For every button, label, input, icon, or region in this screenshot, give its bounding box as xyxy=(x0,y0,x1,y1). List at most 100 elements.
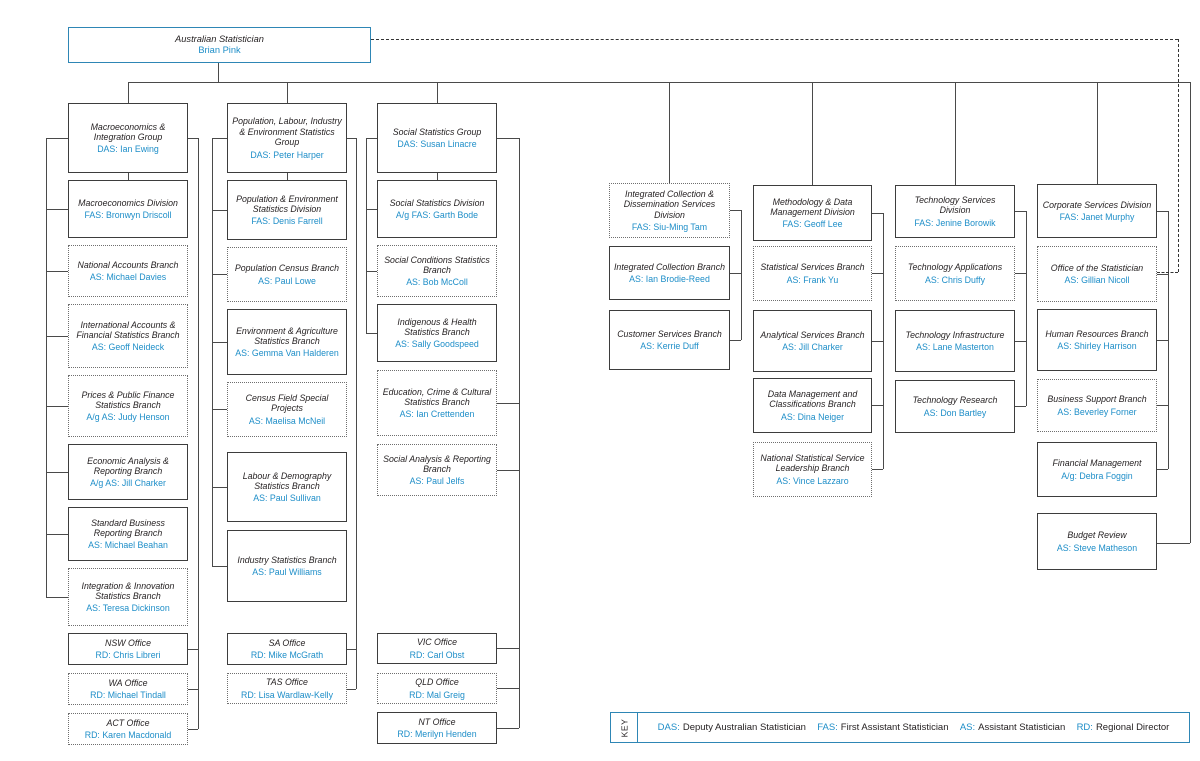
org-box-title: International Accounts & Financial Stati… xyxy=(76,319,180,340)
org-box-title: Analytical Services Branch xyxy=(760,329,865,340)
box-population-environment-statistics-division: Population & Environment Statistics Divi… xyxy=(227,180,347,240)
org-box-title: Macroeconomics Division xyxy=(78,197,178,208)
connector-line xyxy=(1026,211,1027,406)
org-box-person: AS: Shirley Harrison xyxy=(1057,341,1137,352)
org-box-title: Human Resources Branch xyxy=(1045,328,1149,339)
org-box-title: NT Office xyxy=(418,716,456,727)
org-box-person: DAS: Peter Harper xyxy=(250,149,324,160)
org-box-person: FAS: Jenine Borowik xyxy=(914,217,996,228)
org-box-title: Census Field Special Projects xyxy=(245,393,329,414)
box-integration-innovation-statistics-branch: Integration & Innovation Statistics Bran… xyxy=(68,568,188,626)
connector-line xyxy=(730,210,741,211)
connector-line xyxy=(497,688,519,689)
org-box-person: AS: Ian Crettenden xyxy=(399,409,475,420)
org-box-title: Social Statistics Group xyxy=(392,126,482,137)
org-box-person: AS: Gillian Nicoll xyxy=(1064,275,1130,286)
org-box-person: A/g AS: Jill Charker xyxy=(90,478,166,489)
org-box-person: RD: Merilyn Henden xyxy=(397,729,477,740)
org-box-person: FAS: Janet Murphy xyxy=(1059,212,1135,223)
box-international-accounts-financial-statistics-branch: International Accounts & Financial Stati… xyxy=(68,304,188,368)
org-box-person: Brian Pink xyxy=(198,45,241,55)
connector-line xyxy=(46,534,68,535)
connector-line xyxy=(198,138,199,729)
org-box-person: AS: Sally Goodspeed xyxy=(395,339,479,350)
org-box-title: Social Conditions Statistics Branch xyxy=(384,254,490,275)
connector-line xyxy=(669,82,670,183)
org-box-person: RD: Michael Tindall xyxy=(90,690,166,701)
org-box-title: Economic Analysis & Reporting Branch xyxy=(87,455,169,476)
connector-line xyxy=(366,209,377,210)
org-box-person: RD: Mal Greig xyxy=(409,689,465,700)
connector-line xyxy=(46,336,68,337)
box-prices-public-finance-statistics-branch: Prices & Public Finance Statistics Branc… xyxy=(68,375,188,437)
connector-line xyxy=(872,213,883,214)
connector-line xyxy=(218,63,219,82)
connector-line xyxy=(128,82,1190,83)
connector-line xyxy=(366,333,377,334)
org-box-person: FAS: Siu-Ming Tam xyxy=(631,222,708,232)
connector-line xyxy=(188,729,198,730)
org-box-person: AS: Gemma Van Halderen xyxy=(235,348,339,359)
connector-line xyxy=(212,566,227,567)
connector-line xyxy=(497,648,519,649)
connector-line xyxy=(1015,406,1026,407)
connector-line xyxy=(872,469,883,470)
org-box-person: AS: Dina Neiger xyxy=(780,411,845,422)
key-label-cell: KEY xyxy=(611,713,638,742)
connector-line xyxy=(287,82,288,103)
connector-line xyxy=(812,82,813,185)
connector-line xyxy=(519,138,520,728)
org-box-title: QLD Office xyxy=(415,677,459,688)
connector-line xyxy=(212,138,213,566)
org-box-title: Population, Labour, Industry & Environme… xyxy=(232,116,342,148)
box-environment-agriculture-statistics-branch: Environment & Agriculture Statistics Bra… xyxy=(227,309,347,375)
org-box-title: Prices & Public Finance Statistics Branc… xyxy=(81,389,175,410)
key-label: KEY xyxy=(618,718,629,737)
org-box-person: A/g FAS: Garth Bode xyxy=(395,210,479,221)
connector-line xyxy=(730,340,741,341)
connector-line xyxy=(497,403,519,404)
org-box-person: FAS: Geoff Lee xyxy=(782,219,843,230)
connector-line xyxy=(347,649,356,650)
org-box-title: NSW Office xyxy=(105,637,151,648)
org-box-title: Financial Management xyxy=(1052,458,1142,469)
org-box-title: National Accounts Branch xyxy=(77,259,179,270)
connector-line xyxy=(1157,405,1168,406)
org-box-title: Australian Statistician xyxy=(175,33,264,44)
org-box-title: WA Office xyxy=(108,677,148,688)
box-national-statistical-service-leadership-branch: National Statistical Service Leadership … xyxy=(753,442,872,497)
box-data-management-and-classifications-branch: Data Management and Classifications Bran… xyxy=(753,378,872,433)
org-box-title: Macroeconomics & Integration Group xyxy=(90,121,166,142)
org-box-title: Integration & Innovation Statistics Bran… xyxy=(81,580,175,601)
org-box-title: Environment & Agriculture Statistics Bra… xyxy=(236,325,338,346)
org-box-title: Social Analysis & Reporting Branch xyxy=(383,453,491,474)
org-box-title: Corporate Services Division xyxy=(1042,199,1152,210)
org-box-title: Technology Services Division xyxy=(914,195,996,216)
org-box-title: Education, Crime & Cultural Statistics B… xyxy=(382,386,492,407)
connector-line xyxy=(1157,469,1168,470)
org-box-title: Budget Review xyxy=(1067,530,1127,541)
org-box-title: Technology Infrastructure xyxy=(905,329,1005,340)
org-box-person: DAS: Susan Linacre xyxy=(397,139,477,150)
org-box-title: Indigenous & Health Statistics Branch xyxy=(397,316,477,337)
box-integrated-collection-dissemination-services-division: Integrated Collection & Dissemination Se… xyxy=(609,183,730,238)
org-box-person: AS: Paul Williams xyxy=(252,567,322,578)
connector-line xyxy=(212,274,227,275)
